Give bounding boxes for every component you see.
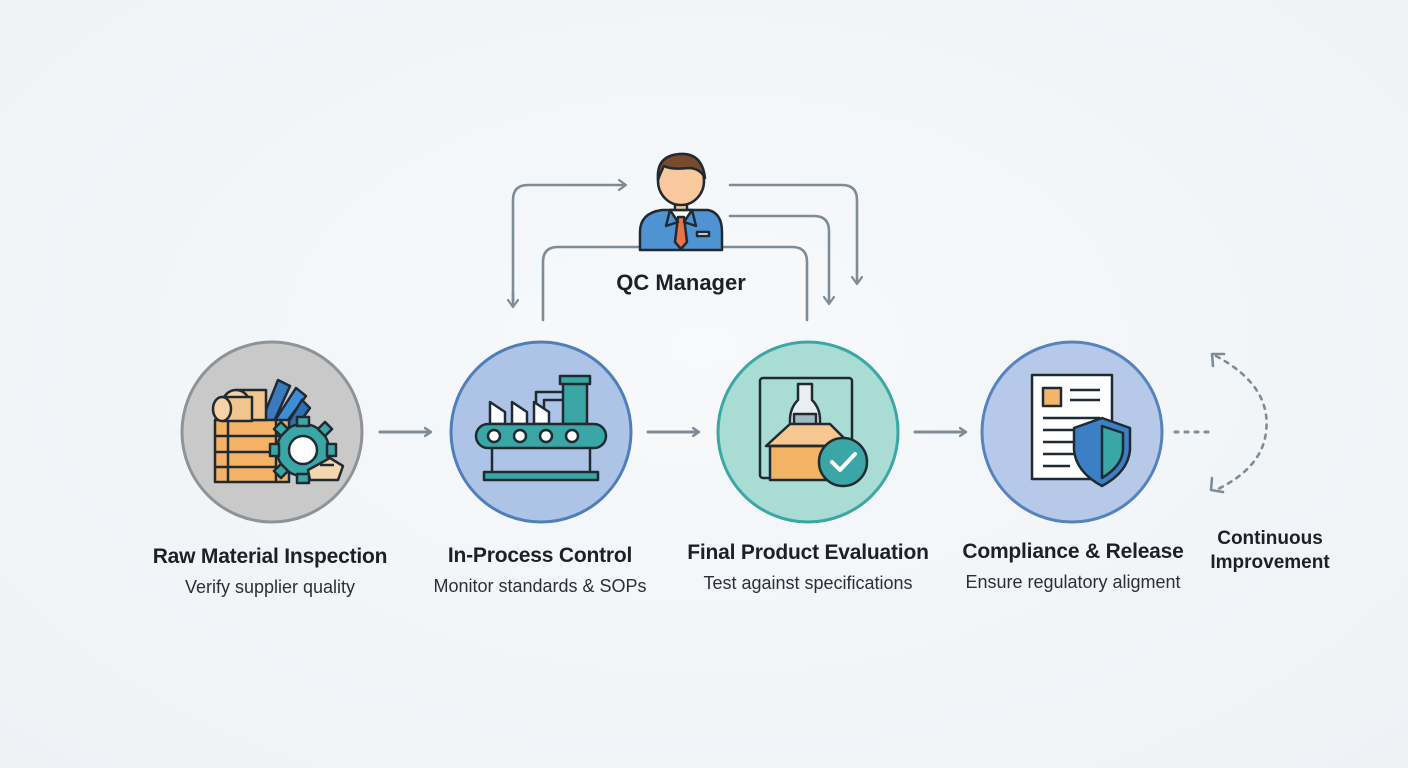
document-shield-icon — [1030, 373, 1132, 488]
loop-arrow-inner-right — [728, 214, 829, 303]
step-3-subtitle: Test against specifications — [703, 573, 913, 593]
manager-title: QC Manager — [616, 270, 746, 295]
loop-line-to-final — [716, 245, 809, 322]
conveyor-factory-icon — [474, 374, 608, 482]
step-1-title: Raw Material Inspection — [152, 545, 388, 568]
loop-line-from-inprocess — [541, 245, 644, 322]
manager-feedback-arrows — [511, 183, 857, 322]
step-2-title: In-Process Control — [447, 544, 633, 567]
raw-materials-gear-icon — [211, 378, 345, 485]
step-1-subtitle: Verify supplier quality — [184, 577, 356, 597]
manager-avatar-icon — [638, 152, 724, 252]
continuous-improvement-label: Continuous Improvement — [1190, 527, 1350, 575]
product-box-check-icon — [758, 376, 869, 488]
step-4-subtitle: Ensure regulatory aligment — [965, 572, 1181, 592]
continuous-improvement-line-1: Continuous — [1217, 528, 1323, 549]
loop-arrow-to-manager — [511, 185, 625, 302]
step-2-subtitle: Monitor standards & SOPs — [433, 576, 647, 596]
cycle-arrows-icon — [1209, 352, 1268, 494]
step-4-title: Compliance & Release — [962, 540, 1184, 563]
step-3-title: Final Product Evaluation — [687, 541, 929, 564]
continuous-improvement-line-2: Improvement — [1210, 552, 1330, 573]
loop-arrow-outer-right — [728, 183, 857, 283]
